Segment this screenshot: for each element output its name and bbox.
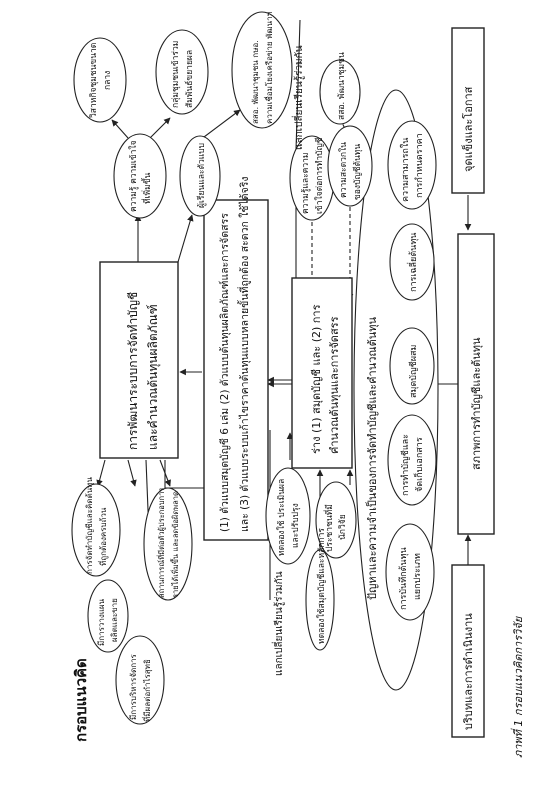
ellipse-learners: ผู้เรียนและตัวแบบ — [179, 135, 221, 217]
knowledge-accounting-line-2: เข้าใจต่อการทำบัญชี — [314, 137, 325, 214]
right-exchange-label: แลกเปลี่ยนเรียนรู้ร่วมกัน — [291, 45, 305, 150]
box-model-outputs: (1) ตัวแบบสมุดบัญชี 6 เล่ม (2) ตัวแบบต้น… — [203, 177, 269, 541]
box-current-state: สภาพการทำบัญชีและต้นทุน — [457, 233, 495, 535]
staff-gov-label: สสอ. พัฒนาชุมชน — [337, 52, 347, 120]
ellipse-bottom-4: มีการบริหารจัดการ ที่มีผลต่อกำไรสุทธิ — [115, 635, 165, 725]
cost-recording-line-1: การบันทึกต้นทุน — [398, 547, 409, 610]
box-strengths-label: จุดแข็งและโอกาส — [461, 86, 475, 172]
calculate-cost-line-1: ความสะดวกใน — [338, 142, 349, 198]
community-group-line-1: กลุ่มชุมชนเข้าร่วม — [170, 41, 181, 108]
bottom-1-line-2: ที่ถูกต้องครบถ้วน — [97, 507, 109, 566]
box-accounts-line-1: ร่าง (1) สมุดบัญชี และ (2) การ — [310, 304, 323, 454]
bottom-3-line-1: มีการวางแผน — [97, 598, 106, 646]
page-heading: กรอบแนวคิด — [72, 658, 90, 742]
box-current-state-label: สภาพการทำบัญชีและต้นทุน — [470, 337, 483, 470]
community-group-line-2: สัมพันธ์ขยายผล — [184, 50, 195, 108]
average-cost-label: การเฉลี่ยต้นทุน — [406, 233, 419, 292]
calculate-cost-line-2: ของบัญชีต้นทุน — [352, 144, 363, 200]
bookkeeping-line-2: จัดเก็บเอกสาร — [412, 437, 425, 492]
ellipse-trial-books: ทดลองใช้สมุดบัญชีและหลักการ — [305, 528, 335, 651]
ellipse-calculate-cost: ความสะดวกใน ของบัญชีต้นทุน — [327, 125, 373, 207]
ellipse-evaluate: ทดลองใช้ ประเมินผล และปรับปรุง — [265, 467, 311, 565]
box-accounts-line-2: คำนวณต้นทุนและการจัดสรร — [328, 316, 341, 454]
trial-books-label: ทดลองใช้สมุดบัญชีและหลักการ — [316, 528, 327, 644]
problems-container-label: ปัญหาและความจำเป็นของการจัดทำบัญชีและคำน… — [365, 316, 379, 600]
box-model-outputs-line-2: และ (3) ตัวแบบระบบเก้าไขราคาต้นทุนแบบหลา… — [237, 177, 251, 532]
pricing-knowledge-line-2: การกำหนดราคา — [414, 133, 425, 198]
ellipse-bottom-3: มีการวางแผน ผลิตและขาย — [87, 579, 129, 653]
ellipse-knowledge-accounting: ความรู้และความ เข้าใจต่อการทำบัญชี — [289, 135, 335, 221]
knowledge-accounting-line-1: ความรู้และความ — [300, 153, 311, 215]
knowledge-transfer-line-1: ความรู้ ความเข้าใจ — [128, 140, 139, 212]
ellipse-academic-center: วิสาหกิจชุมชนขนาด กลาง — [73, 37, 127, 123]
ellipse-bottom-2: สถานการณ์ที่มีต่อตัวผู้ประกอบการ รายได้เ… — [143, 487, 193, 601]
box-develop-line-2: และคำนวณต้นทุนผลิตภัณฑ์ — [146, 304, 161, 450]
box-context-label: บริบทและการดำเนินงาน — [462, 613, 475, 730]
bottom-1-line-1: การจัดทำบัญชีและคิดต้นทุน — [85, 477, 94, 574]
academic-center-line-2: กลาง — [103, 71, 113, 90]
figure-caption: ภาพที่ 1 กรอบแนวคิดการวิจัย — [510, 615, 525, 758]
ellipse-agencies: สสอ. พัฒนาชุมชน กษอ. ความเชื่อมโยงเครือข… — [231, 11, 293, 129]
cost-recording-line-2: แยกประเภท — [413, 553, 423, 600]
left-exchange-label: แลกเปลี่ยนเรียนรู้ร่วมกัน — [271, 571, 285, 676]
economist-line-1: ประชาชนที่มี — [323, 504, 335, 552]
ellipse-community-group: กลุ่มชุมชนเข้าร่วม สัมพันธ์ขยายผล — [155, 29, 209, 115]
box-develop-line-1: การพัฒนาระบบการจัดทำบัญชี — [126, 292, 140, 450]
ellipse-bookkeeping: การทำบัญชีและ จัดเก็บเอกสาร — [387, 414, 437, 506]
ellipse-average-cost: การเฉลี่ยต้นทุน — [389, 223, 435, 301]
box-develop-system: การพัฒนาระบบการจัดทำบัญชี และคำนวณต้นทุน… — [99, 261, 179, 459]
pricing-knowledge-line-1: ความสามารถใน — [400, 138, 411, 202]
academic-center-line-1: วิสาหกิจชุมชนขนาด — [89, 43, 99, 119]
account-books-label: สมุดบัญชีผสม — [408, 344, 419, 398]
ellipse-cost-recording: การบันทึกต้นทุน แยกประเภท — [385, 523, 435, 621]
bottom-4-line-1: มีการบริหารจัดการ — [129, 653, 138, 720]
agencies-line-1: สสอ. พัฒนาชุมชน กษอ. — [251, 40, 260, 124]
evaluate-line-2: และปรับปรุง — [291, 503, 301, 548]
box-accounts-and-cost: ร่าง (1) สมุดบัญชี และ (2) การ คำนวณต้นท… — [291, 277, 353, 469]
bottom-2-line-1: สถานการณ์ที่มีต่อตัวผู้ประกอบการ — [156, 488, 166, 598]
knowledge-transfer-line-2: ที่เพิ่มขึ้น — [141, 172, 153, 204]
learners-label: ผู้เรียนและตัวแบบ — [196, 143, 207, 208]
bottom-4-line-2: ที่มีผลต่อกำไรสุทธิ — [141, 659, 152, 722]
agencies-line-2: ความเชื่อมโยงเครือข่าย พัฒนาฯ — [263, 12, 274, 124]
bottom-2-line-2: รายได้เพิ่มขึ้น และลดข้อผิดพลาด — [170, 491, 180, 598]
box-context: บริบทและการดำเนินงาน — [451, 564, 485, 738]
ellipse-bottom-1: การจัดทำบัญชีและคิดต้นทุน ที่ถูกต้องครบถ… — [71, 477, 121, 577]
box-model-outputs-line-1: (1) ตัวแบบสมุดบัญชี 6 เล่ม (2) ตัวแบบต้น… — [218, 213, 231, 532]
box-strengths: จุดแข็งและโอกาส — [451, 27, 485, 194]
bookkeeping-line-1: การทำบัญชีและ — [400, 434, 411, 496]
ellipse-staff-gov: สสอ. พัฒนาชุมชน — [319, 52, 361, 125]
economist-line-2: นักวิจัย — [338, 514, 348, 540]
ellipse-economist: ประชาชนที่มี นักวิจัย — [315, 481, 357, 559]
ellipse-pricing-knowledge: ความสามารถใน การกำหนดราคา — [387, 120, 437, 210]
evaluate-line-1: ทดลองใช้ ประเมินผล — [276, 479, 287, 556]
ellipse-account-books: สมุดบัญชีผสม — [389, 327, 435, 405]
bottom-3-line-2: ผลิตและขาย — [110, 598, 119, 642]
ellipse-knowledge-transfer: ความรู้ ความเข้าใจ ที่เพิ่มขึ้น — [113, 133, 167, 219]
